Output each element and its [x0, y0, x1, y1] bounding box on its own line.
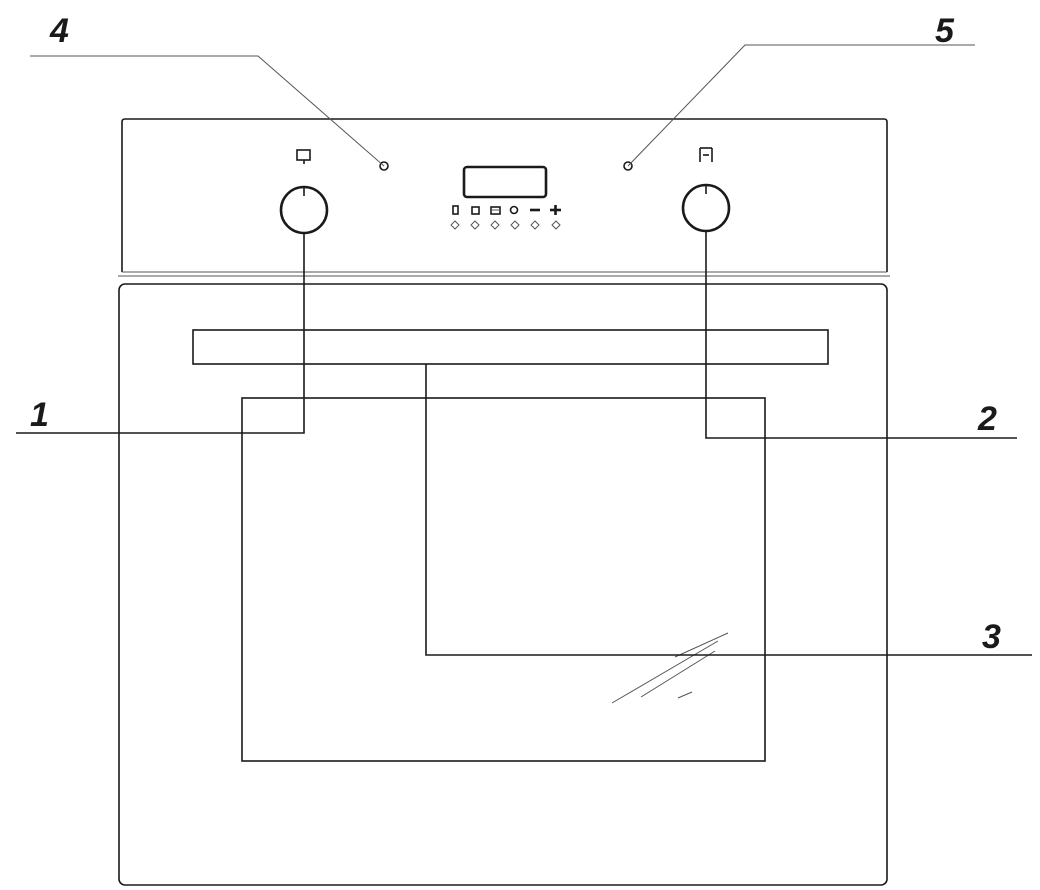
function-selector-knob[interactable]	[279, 185, 329, 235]
oven-function-icon	[296, 149, 311, 164]
indicator-light-right	[623, 161, 633, 171]
callout-1: 1	[30, 396, 49, 434]
thermostat-knob[interactable]	[681, 183, 731, 233]
thermometer-icon	[699, 147, 713, 162]
indicator-light-left	[379, 161, 389, 171]
callout-3: 3	[982, 618, 1001, 656]
clock-icon[interactable]	[450, 205, 460, 230]
callout-4: 4	[49, 12, 69, 50]
door-window	[241, 397, 766, 762]
callout-2: 2	[977, 400, 997, 438]
glass-reflection	[611, 632, 729, 704]
end-time-icon[interactable]	[509, 205, 520, 230]
leader-lines	[16, 44, 1032, 656]
cook-time-icon[interactable]	[490, 206, 501, 230]
callout-5: 5	[935, 12, 955, 50]
minus-icon[interactable]	[530, 208, 540, 230]
oven-door	[118, 283, 888, 886]
programmer-buttons	[450, 205, 561, 230]
clock-display	[462, 165, 548, 199]
control-panel	[118, 118, 890, 277]
door-handle[interactable]	[192, 329, 829, 365]
plus-icon[interactable]	[550, 205, 561, 230]
timer-icon[interactable]	[470, 206, 480, 230]
